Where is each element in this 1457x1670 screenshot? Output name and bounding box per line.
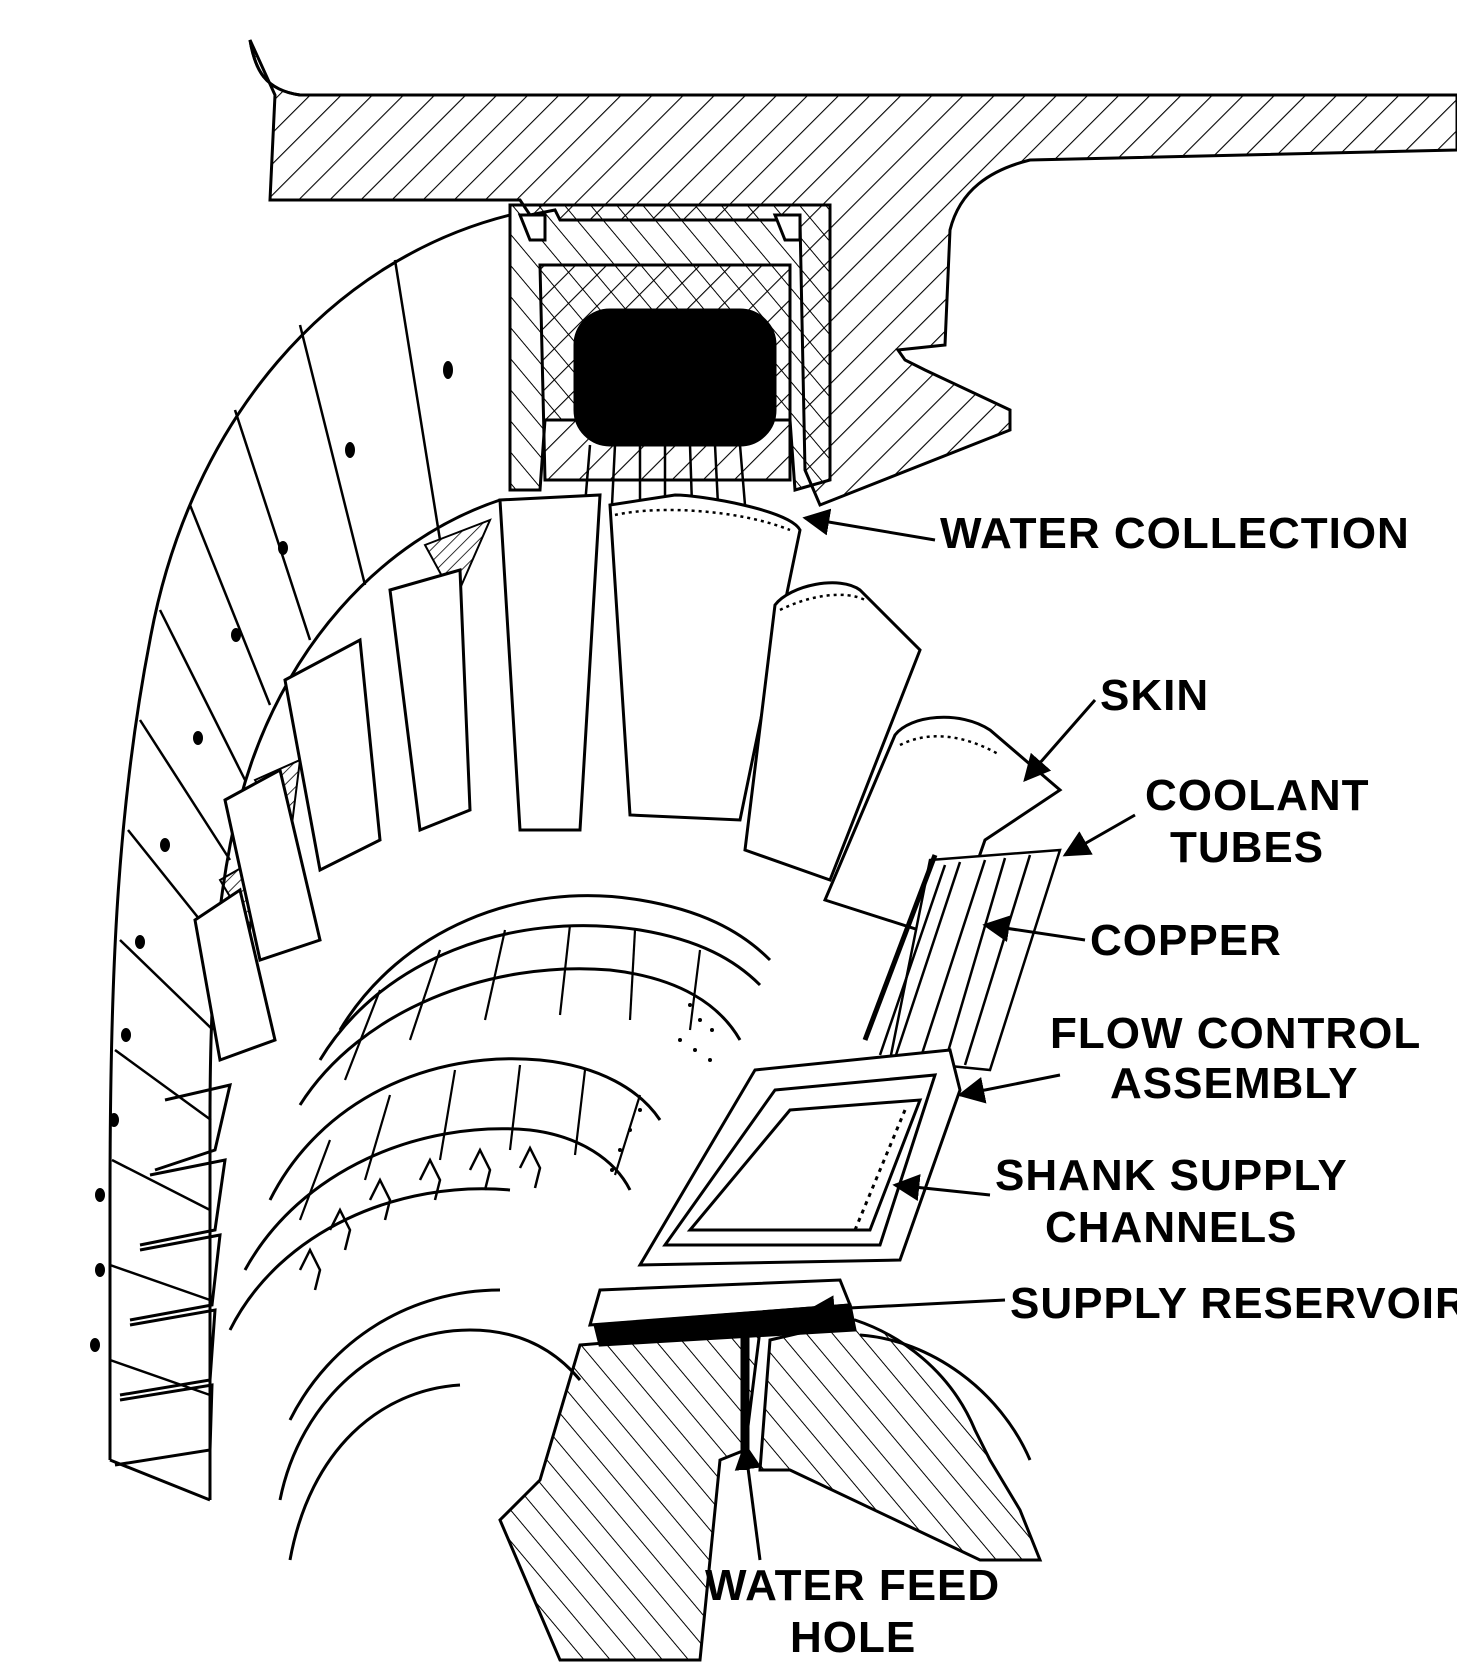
blade-2 (608, 493, 802, 822)
leader-arrows (734, 508, 1136, 1561)
label-coolant-tubes-line2: TUBES (1170, 823, 1324, 872)
arrow-coolant-tubes (1062, 813, 1136, 857)
disk-rings (228, 894, 772, 1421)
label-coolant-tubes-line1: COOLANT (1145, 771, 1370, 820)
label-flow-control-line1: FLOW CONTROL (1050, 1009, 1421, 1058)
lower-left-louvers (114, 1082, 233, 1467)
blade-1 (498, 493, 602, 832)
label-shank-supply-line2: CHANNELS (1045, 1203, 1297, 1252)
shroud-bolt-holes (90, 361, 453, 1352)
hub (278, 1328, 582, 1561)
callout-labels: WATER COLLECTION SKIN COOLANT TUBES COPP… (705, 509, 1457, 1662)
arrow-water-collection (802, 508, 936, 542)
seal-housing (508, 203, 832, 506)
lower-disk-section (498, 1318, 1043, 1662)
blade-4 (822, 715, 1063, 942)
turbine-blades (193, 493, 1063, 1063)
arrow-skin (1023, 699, 1097, 783)
label-water-feed-line2: HOLE (790, 1613, 916, 1662)
blade-6 (283, 637, 382, 873)
blade-3 (743, 581, 922, 882)
arrow-flow-control (957, 1073, 1061, 1104)
arrow-water-feed-hole (734, 1442, 762, 1561)
disk-segments (298, 924, 702, 1221)
casing-outline (248, 39, 301, 97)
label-supply-reservoir: SUPPLY RESERVOIR (1010, 1279, 1457, 1328)
label-shank-supply-line1: SHANK SUPPLY (995, 1151, 1348, 1200)
label-copper: COPPER (1090, 916, 1282, 965)
arrow-supply-reservoir (807, 1295, 1006, 1323)
arrow-shank-supply (892, 1174, 991, 1201)
label-flow-control-line2: ASSEMBLY (1110, 1059, 1358, 1108)
label-water-feed-line1: WATER FEED (705, 1561, 1000, 1610)
blade-5 (388, 568, 472, 833)
arrow-copper (982, 915, 1086, 942)
coolant-tube-section (862, 848, 1062, 1072)
outer-shroud-ring (108, 213, 511, 1502)
blade-7 (223, 767, 322, 962)
blade-8 (193, 887, 277, 1063)
flow-control-assembly (637, 1048, 962, 1267)
blade-tip-skins (614, 508, 1001, 757)
outer-casing (248, 39, 1457, 507)
label-skin: SKIN (1100, 671, 1209, 720)
firtree-slots (298, 1145, 542, 1291)
rim-arc (859, 1333, 1032, 1461)
label-water-collection: WATER COLLECTION (940, 509, 1410, 558)
